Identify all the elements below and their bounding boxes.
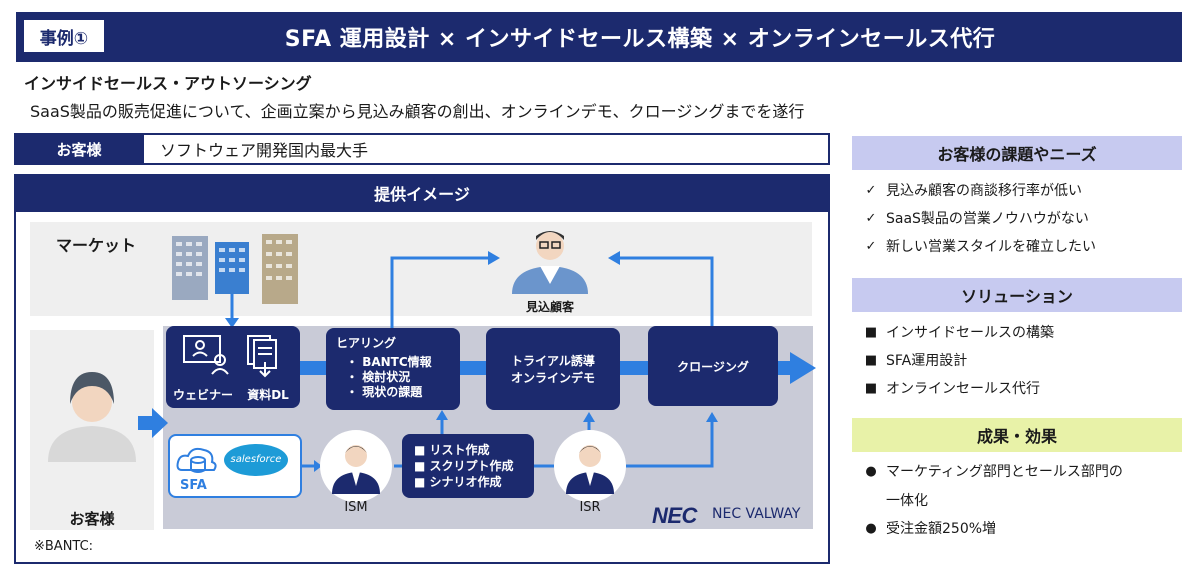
webinar-download-icons <box>183 335 277 378</box>
service-name: インサイドセールス・アウトソーシング <box>24 74 312 93</box>
solution-item: ■ SFA運用設計 <box>856 350 967 370</box>
service-description: SaaS製品の販売促進について、企画立案から見込み顧客の創出、オンラインデモ、ク… <box>30 102 805 121</box>
closing-box: クロージング <box>648 326 778 406</box>
needs-item: ✓ 見込み顧客の商談移行率が低い <box>856 180 1082 200</box>
closing-to-prospect-line <box>618 256 714 326</box>
needs-item-text: 見込み顧客の商談移行率が低い <box>886 183 1082 199</box>
tasks-box: ■ リスト作成 ■ スクリプト作成 ■ シナリオ作成 <box>402 434 534 498</box>
hearing-to-prospect-line <box>390 256 490 328</box>
task-item: ■ スクリプト作成 <box>414 459 514 473</box>
needs-item: ✓ SaaS製品の営業ノウハウがない <box>856 208 1089 228</box>
closing-label: クロージング <box>677 359 749 374</box>
results-item-text: マーケティング部門とセールス部門の <box>886 464 1123 480</box>
ism-person-icon <box>320 430 392 502</box>
hearing-box: ヒアリング ・ BANTC情報 ・ 検討状況 ・ 現状の課題 <box>326 328 460 410</box>
hearing-item: ・ 検討状況 <box>346 370 411 384</box>
cloud-database-icon <box>176 447 217 473</box>
closing-to-prospect-head <box>608 251 620 265</box>
hearing-item-text: 現状の課題 <box>362 385 423 399</box>
page-title: SFA 運用設計 × インサイドセールス構築 × オンラインセールス代行 <box>284 27 996 52</box>
hearing-to-prospect-head <box>488 251 500 265</box>
task-item-text: シナリオ作成 <box>429 475 502 489</box>
solution-item-text: SFA運用設計 <box>886 353 968 369</box>
task-item: ■ リスト作成 <box>414 443 490 457</box>
square-bullet-icon: ■ <box>864 380 878 396</box>
solution-item-text: オンラインセールス代行 <box>886 381 1040 397</box>
trial-line2: オンラインデモ <box>510 371 595 385</box>
dot-bullet-icon: ● <box>865 463 877 479</box>
header-bar <box>16 12 1182 62</box>
task-item: ■ シナリオ作成 <box>414 475 502 489</box>
sfa-icons <box>176 444 288 476</box>
prospect-person-icon <box>512 231 588 294</box>
needs-item-text: 新しい営業スタイルを確立したい <box>886 239 1096 255</box>
square-bullet-icon: ■ <box>864 352 878 368</box>
trial-line1: トライアル誘導 <box>511 354 595 368</box>
customer-arrow-head <box>152 408 168 438</box>
isr-person-icon <box>554 430 626 502</box>
nec-company-name: NEC VALWAY <box>712 506 801 522</box>
diagram-title: 提供イメージ <box>14 174 830 212</box>
hearing-item-text: BANTC情報 <box>362 355 432 369</box>
case-tag: 事例① <box>24 20 104 52</box>
results-item-text: 受注金額250%増 <box>886 521 997 537</box>
tasks-to-hearing-head <box>436 410 448 420</box>
main-flow-arrowhead <box>790 352 816 384</box>
market-down-head <box>225 318 239 328</box>
results-item: ● 受注金額250%増 <box>856 518 996 538</box>
customer-value: ソフトウェア開発国内最大手 <box>160 141 369 160</box>
isr-label: ISR <box>579 500 601 515</box>
isr-to-closing-head <box>706 412 718 422</box>
hearing-item-text: 検討状況 <box>362 370 411 384</box>
needs-item: ✓ 新しい営業スタイルを確立したい <box>856 236 1096 256</box>
customer-label: お客様 <box>14 133 144 165</box>
market-label: マーケット <box>56 236 137 255</box>
webinar-download-box <box>166 326 300 408</box>
buildings-icon <box>172 234 298 304</box>
isr-to-closing-line <box>626 420 714 468</box>
download-label: 資料DL <box>247 388 289 402</box>
solution-heading: ソリューション <box>852 278 1182 312</box>
sfa-to-ism-head <box>314 460 322 472</box>
nec-logo: NEC <box>652 503 697 528</box>
prospect-label: 見込顧客 <box>525 300 574 314</box>
document-download-icon <box>247 335 277 378</box>
customer-arrow-bar <box>138 416 154 430</box>
check-icon: ✓ <box>865 238 877 254</box>
hearing-item: ・ BANTC情報 <box>346 355 432 369</box>
results-heading: 成果・効果 <box>852 418 1182 452</box>
hearing-title: ヒアリング <box>336 336 397 350</box>
solution-item: ■ インサイドセールスの構築 <box>856 322 1054 342</box>
trial-box: トライアル誘導 オンラインデモ <box>486 328 620 410</box>
monitor-person-icon <box>183 335 229 375</box>
hearing-item: ・ 現状の課題 <box>346 385 423 399</box>
sfa-label: SFA <box>180 478 207 493</box>
market-area <box>30 222 812 316</box>
salesforce-logo-icon <box>224 444 288 476</box>
isr-to-trial-head <box>583 412 595 422</box>
square-bullet-icon: ■ <box>864 324 878 340</box>
solution-item-text: インサイドセールスの構築 <box>886 325 1054 341</box>
footnote: ※BANTC: <box>34 539 94 554</box>
customer-person-icon <box>48 372 136 462</box>
results-item: ● マーケティング部門とセールス部門の <box>856 461 1123 481</box>
ism-label: ISM <box>344 500 368 515</box>
check-icon: ✓ <box>865 182 877 198</box>
customer-area-label: お客様 <box>69 510 115 528</box>
task-item-text: スクリプト作成 <box>429 459 514 473</box>
solution-item: ■ オンラインセールス代行 <box>856 378 1040 398</box>
results-item-continuation: 一体化 <box>886 493 928 509</box>
webinar-label: ウェビナー <box>172 388 233 402</box>
needs-heading: お客様の課題やニーズ <box>852 136 1182 170</box>
needs-item-text: SaaS製品の営業ノウハウがない <box>886 211 1089 227</box>
salesforce-label: salesforce <box>230 454 282 465</box>
task-item-text: リスト作成 <box>429 443 490 457</box>
check-icon: ✓ <box>865 210 877 226</box>
dot-bullet-icon: ● <box>865 520 877 536</box>
